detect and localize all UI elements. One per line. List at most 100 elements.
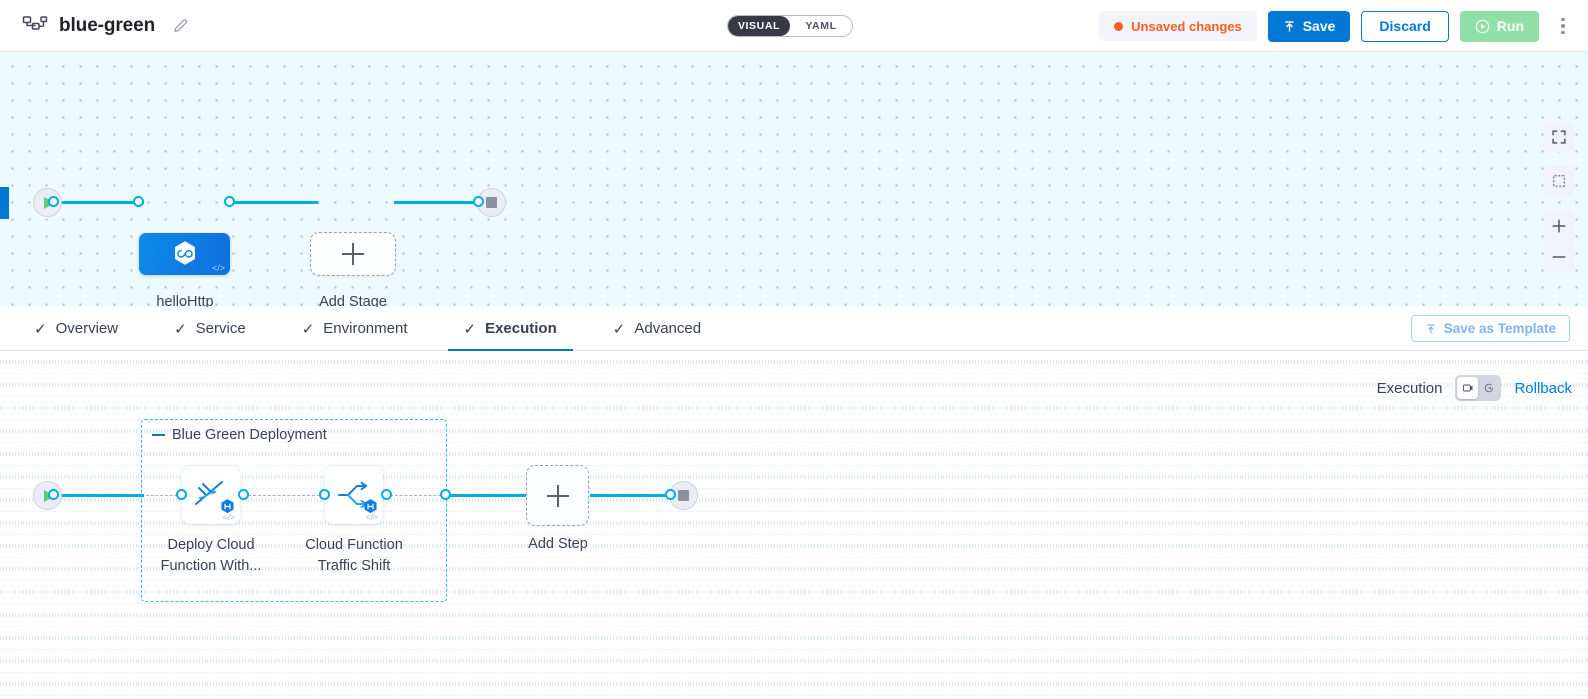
step1-label-line2: Function With... <box>160 558 262 574</box>
execution-rollback-toolbar: Execution Rollback <box>1377 375 1572 401</box>
wire-hello-to-addstage <box>226 201 318 204</box>
left-edge-indicator <box>0 187 9 219</box>
add-stage-button[interactable] <box>310 232 396 276</box>
stage-end-port[interactable] <box>473 196 484 207</box>
zoom-in-icon[interactable] <box>1544 210 1574 241</box>
visual-yaml-toggle[interactable]: VISUAL YAML <box>727 15 853 37</box>
check-icon: ✓ <box>34 320 47 338</box>
wire-addstage-to-end <box>394 201 484 204</box>
step-code-marker: </> <box>365 512 378 522</box>
stage-node-port-in[interactable] <box>133 196 144 207</box>
harness-badge-icon <box>219 498 235 514</box>
page-title: blue-green <box>59 14 156 36</box>
step-code-marker: </> <box>222 512 235 522</box>
mode-yaml[interactable]: YAML <box>805 20 837 32</box>
check-icon: ✓ <box>174 320 187 338</box>
wire-step1-to-step2 <box>248 495 320 496</box>
step2-label: Cloud Function Traffic Shift <box>289 535 419 577</box>
step-node-deploy-cloud-function[interactable]: </> <box>182 466 240 524</box>
tab-execution[interactable]: ✓ Execution <box>447 307 574 352</box>
stop-end-icon <box>486 197 497 208</box>
step1-label: Deploy Cloud Function With... <box>146 535 276 577</box>
execution-rollback-switch[interactable] <box>1455 375 1502 401</box>
status-badge-unsaved: Unsaved changes <box>1099 11 1257 41</box>
step-group-title: Blue Green Deployment <box>172 427 327 443</box>
step-group-blue-green[interactable] <box>141 419 447 602</box>
tab-label: Overview <box>55 320 119 337</box>
step-node-cloud-function-traffic-shift[interactable]: </> <box>325 466 383 524</box>
tab-environment[interactable]: ✓ Environment <box>286 307 424 351</box>
save-label: Save <box>1302 18 1336 34</box>
fit-screen-icon[interactable] <box>1544 122 1574 152</box>
group-exit-port[interactable] <box>440 489 451 500</box>
stage-config-tabs: ✓ Overview ✓ Service ✓ Environment ✓ Exe… <box>0 307 1588 352</box>
template-upload-icon <box>1426 323 1435 333</box>
step2-port-in[interactable] <box>319 489 330 500</box>
check-icon: ✓ <box>301 320 315 338</box>
check-icon: ✓ <box>612 320 626 338</box>
tab-service[interactable]: ✓ Service <box>158 307 262 351</box>
run-button[interactable]: Run <box>1459 10 1539 42</box>
canvas-controls <box>1544 122 1574 272</box>
more-vertical-icon[interactable] <box>1552 9 1574 43</box>
rollback-label[interactable]: Rollback <box>1514 379 1572 397</box>
save-button[interactable]: Save <box>1267 10 1351 42</box>
stage-node-hellohttp[interactable]: </> <box>139 233 230 275</box>
stage-code-marker: </> <box>211 263 225 273</box>
deploy-cloud-function-icon <box>195 481 223 505</box>
add-stage-label: Add Stage <box>319 294 387 307</box>
step1-port-in[interactable] <box>176 489 187 500</box>
run-label: Run <box>1496 18 1524 34</box>
add-step-button[interactable] <box>526 465 589 526</box>
discard-button[interactable]: Discard <box>1361 10 1449 42</box>
check-icon: ✓ <box>463 320 477 338</box>
execution-label: Execution <box>1376 379 1443 397</box>
collapse-dash-icon[interactable] <box>152 433 165 437</box>
app-header: blue-green VISUAL YAML Unsaved changes <box>0 0 1588 52</box>
step2-port-out[interactable] <box>381 489 392 500</box>
stop-end-icon <box>678 490 689 501</box>
unsaved-dot-icon <box>1114 21 1124 31</box>
add-step-label: Add Step <box>528 536 588 552</box>
tab-label: Execution <box>485 320 557 337</box>
execution-canvas[interactable]: Execution Rollback <box>0 351 1588 699</box>
zoom-out-icon[interactable] <box>1544 241 1574 272</box>
execution-flow-icon[interactable] <box>1457 377 1479 399</box>
stage-start-port[interactable] <box>48 196 59 207</box>
harness-hexagon-icon <box>174 241 195 265</box>
step2-label-line2: Traffic Shift <box>317 558 391 574</box>
step2-label-line1: Cloud Function <box>305 537 403 553</box>
tab-advanced[interactable]: ✓ Advanced <box>597 307 717 351</box>
pencil-edit-icon[interactable] <box>172 17 190 35</box>
wire-group-entry <box>146 495 182 496</box>
header-actions: Unsaved changes Save Discard Run <box>1099 0 1574 52</box>
wire-group-to-addstep <box>446 494 526 497</box>
tab-label: Advanced <box>634 320 702 337</box>
step-start-port[interactable] <box>48 489 59 500</box>
unsaved-label: Unsaved changes <box>1131 18 1242 34</box>
step1-port-out[interactable] <box>238 489 249 500</box>
stage-canvas[interactable]: </> helloHttp Add Stage <box>0 52 1588 307</box>
step-end-port[interactable] <box>665 489 676 500</box>
save-as-template-label: Save as Template <box>1443 321 1556 336</box>
save-as-template-button[interactable]: Save as Template <box>1410 315 1570 342</box>
tab-overview[interactable]: ✓ Overview <box>18 307 134 351</box>
wire-group-exit <box>390 495 446 496</box>
header-left-group: blue-green <box>0 15 190 37</box>
tab-label: Service <box>195 320 246 337</box>
pipeline-nodes-icon <box>22 15 48 37</box>
harness-badge-icon <box>362 498 378 514</box>
select-area-icon[interactable] <box>1544 166 1574 196</box>
zoom-controls <box>1544 210 1574 272</box>
step1-label-line1: Deploy Cloud <box>167 537 255 553</box>
wire-start-to-group <box>52 494 144 497</box>
rollback-flow-icon[interactable] <box>1478 377 1499 399</box>
wire-start-to-hello <box>52 201 144 204</box>
stage-node-port-out[interactable] <box>224 196 235 207</box>
wire-addstep-to-end <box>590 494 676 497</box>
tab-label: Environment <box>323 320 408 337</box>
stage-node-label: helloHttp <box>156 294 214 307</box>
mode-visual[interactable]: VISUAL <box>728 16 790 36</box>
step-group-header: Blue Green Deployment <box>152 427 327 443</box>
